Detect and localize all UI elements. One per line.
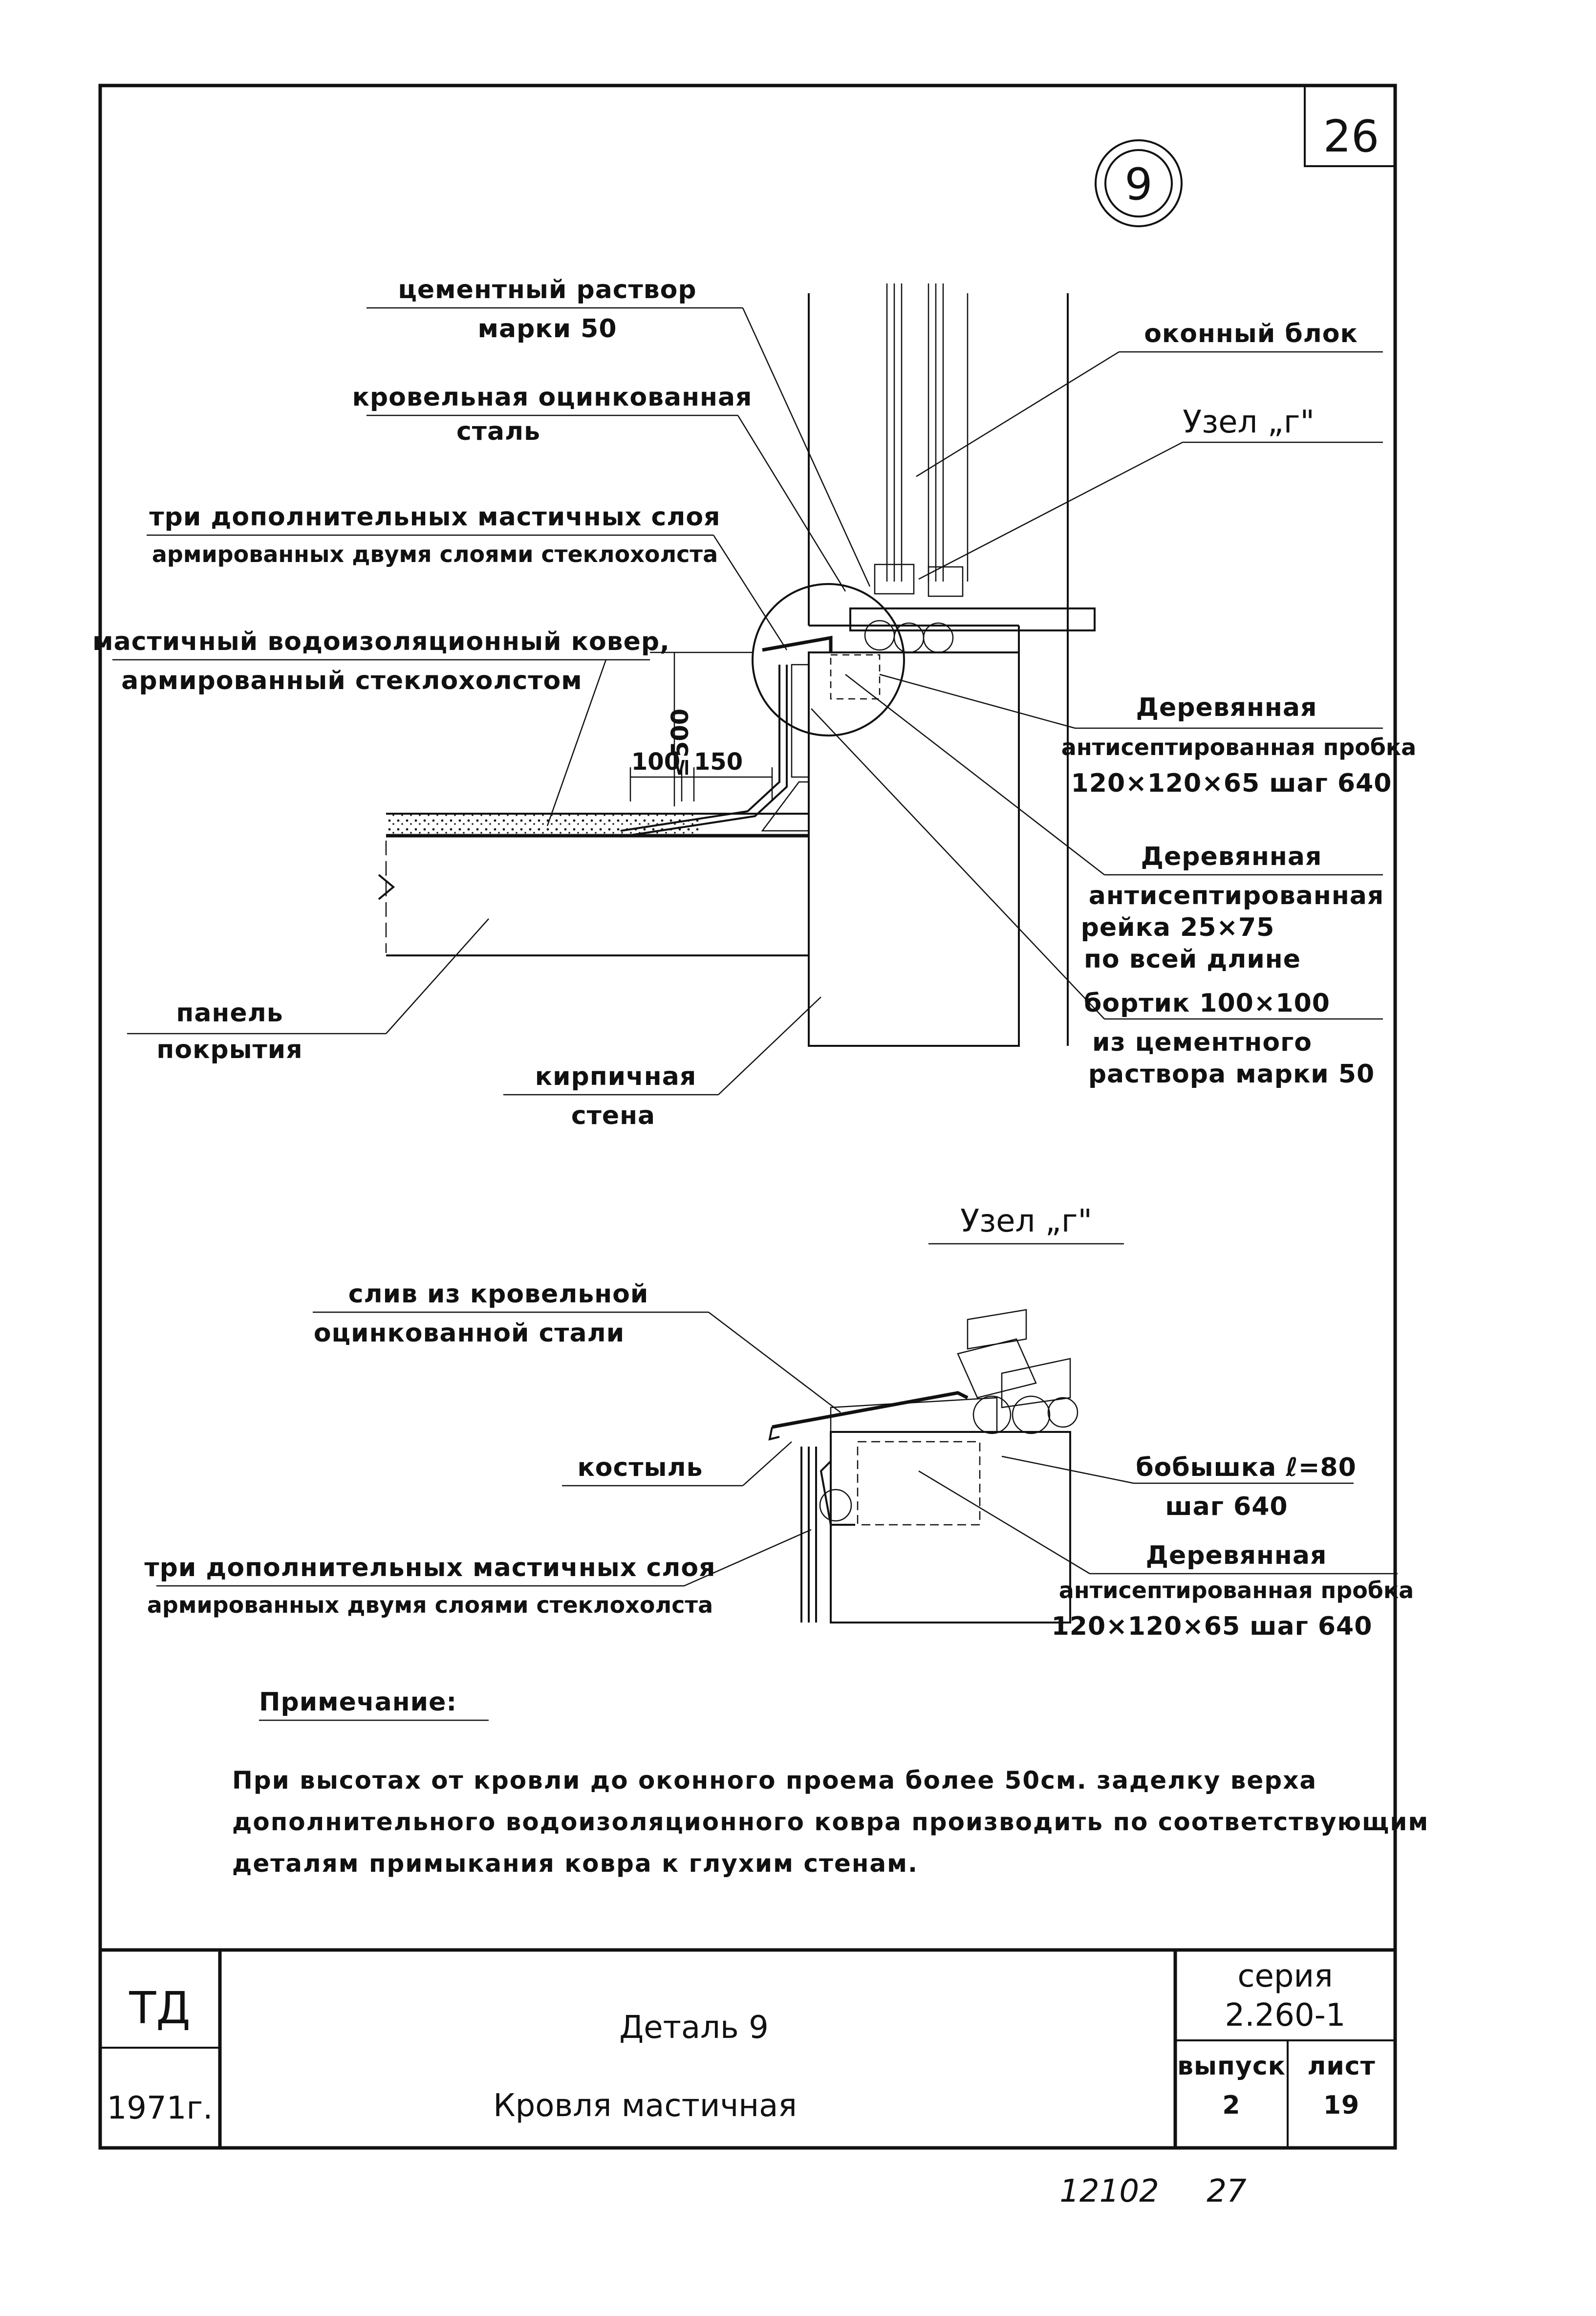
note-line-2: дополнительного водоизоляционного ковра … — [232, 1808, 1429, 1836]
node-title: Узел „г" — [960, 1203, 1092, 1239]
title-stamp: ТД 1971г. Деталь 9 Кровля мастичная сери… — [107, 1958, 1375, 2126]
detail-number-circle: 9 — [1095, 139, 1183, 227]
detail-number: 9 — [1124, 159, 1152, 210]
leader-lines-main — [112, 307, 1383, 1096]
label-cement-mortar-2: марки 50 — [477, 314, 617, 344]
label-wood-plug-1: Деревянная — [1136, 693, 1317, 722]
label-panel-2: покрытия — [156, 1035, 302, 1064]
label-roof-steel-1: кровельная оцинкованная — [352, 383, 753, 412]
note-block: Примечание: При высотах от кровли до око… — [232, 1688, 1429, 1878]
stamp-org: ТД — [129, 1983, 190, 2034]
node-label-drip-2: оцинкованной стали — [314, 1319, 625, 1348]
dim-height: ≤500 — [667, 709, 694, 777]
cement-curb — [791, 664, 810, 778]
node-label-three-layers-1: три дополнительных мастичных слоя — [144, 1553, 715, 1582]
label-wood-batten-3: рейка 25×75 — [1081, 913, 1275, 942]
node-label-boss-2: шаг 640 — [1165, 1492, 1288, 1521]
note-line-3: деталям примыкания ковра к глухим стенам… — [232, 1849, 918, 1878]
stamp-title-2: Кровля мастичная — [493, 2088, 797, 2124]
stamp-sheet-value: 19 — [1323, 2091, 1359, 2120]
footer-page: 27 — [1207, 2173, 1247, 2209]
roof-steel-drip — [762, 635, 833, 652]
label-curb-3: раствора марки 50 — [1088, 1060, 1375, 1089]
node-label-drip-1: слив из кровельной — [348, 1279, 649, 1309]
label-window-block: оконный блок — [1144, 319, 1358, 348]
node-label-bracket: костыль — [578, 1453, 703, 1482]
label-three-layers-2: армированных двумя слоями стеклохолста — [152, 541, 718, 567]
node-label-wood-plug-2: антисептированная пробка — [1059, 1577, 1414, 1603]
label-panel-1: панель — [176, 998, 283, 1028]
sheet-frame — [98, 84, 1397, 2150]
label-wood-plug-3: 120×120×65 шаг 640 — [1071, 769, 1392, 798]
label-mastic-carpet-1: мастичный водоизоляционный ковер, — [92, 627, 670, 656]
node-detail: Узел „г" слив из кровельной — [144, 1203, 1414, 1641]
main-detail: ≤500 100 150 — [92, 275, 1416, 1130]
node-label-three-layers-2: армированных двумя слоями стеклохолста — [147, 1592, 713, 1618]
window-block — [808, 283, 1096, 1046]
stamp-year: 1971г. — [107, 2090, 213, 2126]
dim-right: 150 — [694, 748, 743, 776]
label-wood-batten-1: Деревянная — [1141, 842, 1322, 871]
label-wood-plug-2: антисептированная пробка — [1061, 734, 1416, 760]
stamp-series-value: 2.260-1 — [1225, 1997, 1345, 2034]
note-heading: Примечание: — [259, 1688, 457, 1717]
label-curb-2: из цементного — [1092, 1028, 1312, 1057]
stamp-sheet-label: лист — [1307, 2052, 1375, 2081]
label-mastic-carpet-2: армированный стеклохолстом — [121, 666, 582, 695]
label-three-layers-1: три дополнительных мастичных слоя — [149, 502, 720, 532]
label-wood-batten-2: антисептированная — [1089, 881, 1384, 910]
label-cement-mortar-1: цементный раствор — [398, 275, 696, 304]
node-label-boss-1: бобышка ℓ=80 — [1136, 1453, 1357, 1482]
node-label-wood-plug-1: Деревянная — [1146, 1541, 1327, 1570]
dimensions: ≤500 100 150 — [629, 651, 773, 806]
label-node-ref: Узел „г" — [1183, 404, 1315, 440]
label-brick-wall-1: кирпичная — [535, 1062, 696, 1091]
brick-wall — [808, 651, 1020, 1047]
roof-panel — [378, 813, 809, 956]
stamp-issue-label: выпуск — [1177, 2052, 1286, 2081]
footer-code: 12102 — [1059, 2173, 1159, 2209]
label-wood-batten-4: по всей длине — [1084, 945, 1301, 974]
sheet-number: 26 — [1323, 111, 1380, 162]
stamp-issue-value: 2 — [1222, 2091, 1240, 2120]
node-label-wood-plug-3: 120×120×65 шаг 640 — [1052, 1612, 1373, 1641]
label-brick-wall-2: стена — [571, 1101, 655, 1130]
stamp-series-label: серия — [1237, 1958, 1333, 1994]
stamp-title-1: Деталь 9 — [619, 2010, 769, 2046]
dim-left: 100 — [631, 748, 680, 776]
note-line-1: При высотах от кровли до оконного проема… — [232, 1766, 1317, 1795]
label-roof-steel-2: сталь — [456, 417, 540, 446]
node-callout-circle — [752, 583, 905, 736]
label-curb-1: бортик 100×100 — [1084, 989, 1330, 1018]
